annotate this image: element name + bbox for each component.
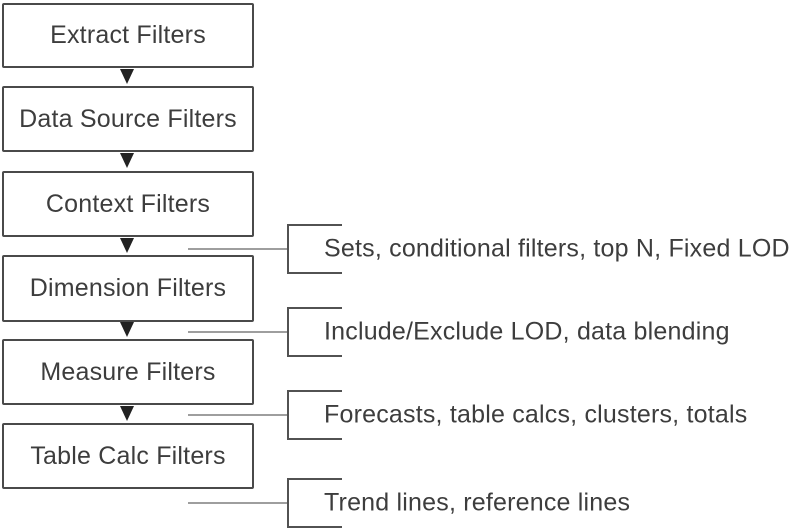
flow-box-label: Dimension Filters	[29, 274, 227, 302]
connector-line	[188, 502, 288, 504]
flow-box-label: Extract Filters	[50, 21, 206, 49]
annotation-label: Trend lines, reference lines	[324, 488, 631, 517]
flow-box-data-source-filters: Data Source Filters	[2, 86, 254, 152]
connector-line	[188, 248, 288, 250]
arrow-down-icon	[120, 238, 134, 253]
annotation-bracket	[287, 224, 342, 274]
flow-box-table-calc-filters: Table Calc Filters	[2, 423, 254, 489]
arrow-down-icon	[120, 322, 134, 337]
flow-box-label: Data Source Filters	[19, 104, 237, 133]
arrow-down-icon	[120, 153, 134, 168]
annotation-bracket	[287, 307, 342, 357]
connector-line	[188, 331, 288, 333]
annotation-bracket	[287, 390, 342, 440]
flow-box-measure-filters: Measure Filters	[2, 339, 254, 405]
flow-box-label: Context Filters	[45, 189, 211, 218]
annotation-bracket	[287, 478, 342, 528]
annotation-label: Forecasts, table calcs, clusters, totals	[324, 400, 748, 429]
arrow-down-icon	[120, 406, 134, 421]
flow-box-extract-filters: Extract Filters	[2, 3, 254, 68]
flow-box-context-filters: Context Filters	[2, 171, 254, 237]
flow-box-label: Measure Filters	[40, 357, 216, 386]
connector-line	[188, 414, 288, 416]
annotation-label: Sets, conditional filters, top N, Fixed …	[324, 234, 790, 263]
annotation-label: Include/Exclude LOD, data blending	[324, 317, 730, 346]
arrow-down-icon	[120, 69, 134, 84]
flow-box-dimension-filters: Dimension Filters	[2, 255, 254, 322]
flow-box-label: Table Calc Filters	[30, 441, 226, 470]
